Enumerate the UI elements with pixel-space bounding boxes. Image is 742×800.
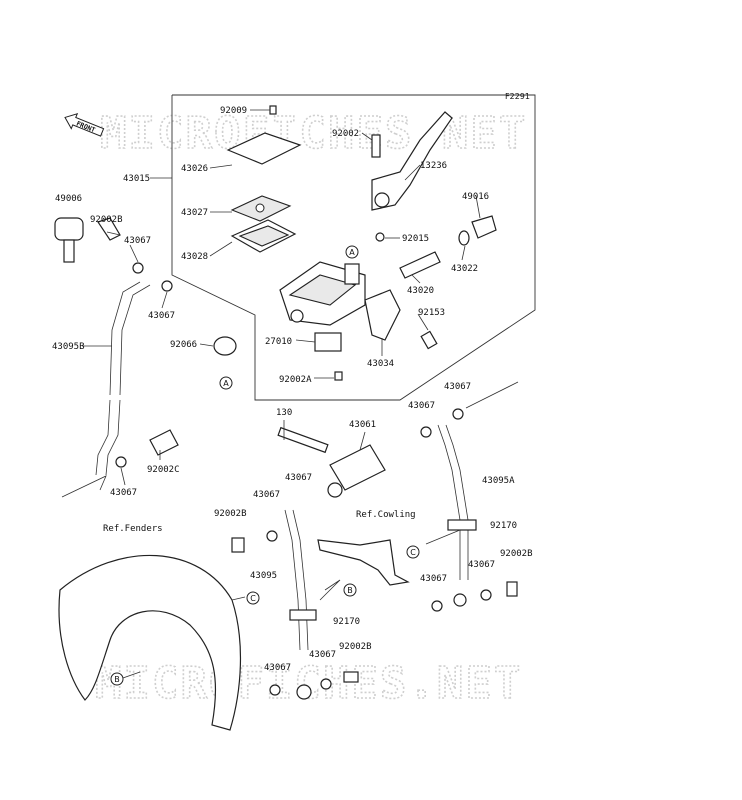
brake-junction — [277, 408, 464, 498]
part-label: 92002B — [214, 509, 247, 519]
part-label: 92170 — [333, 617, 360, 627]
part-label: 92002B — [90, 215, 123, 225]
master-cylinder-frame — [171, 94, 536, 401]
marker-c-right: C — [406, 545, 420, 559]
part-label: 43067 — [468, 560, 495, 570]
part-label: 43026 — [181, 164, 208, 174]
part-label: 92009 — [220, 106, 247, 116]
part-label: 43067 — [309, 650, 336, 660]
part-labels: 92009 43026 43015 43027 43028 92002 1323… — [52, 106, 533, 673]
part-label: 49006 — [55, 194, 82, 204]
diagram-code: F2291 — [505, 92, 530, 101]
part-label: 92153 — [418, 308, 445, 318]
part-label: 43095 — [250, 571, 277, 581]
brake-hose-center — [231, 509, 359, 700]
marker-b-fender: B — [110, 672, 124, 686]
part-label: 43095A — [482, 476, 515, 486]
svg-text:A: A — [223, 379, 229, 388]
part-label: 43067 — [408, 401, 435, 411]
brake-hose-right — [431, 424, 518, 612]
front-arrow-icon: FRONT — [64, 112, 105, 137]
ref-cowling-label: Ref.Cowling — [356, 510, 416, 520]
marker-c-fender: C — [246, 591, 260, 605]
part-label: 43027 — [181, 208, 208, 218]
svg-text:A: A — [349, 248, 355, 257]
svg-text:C: C — [250, 594, 256, 603]
part-label: 43095B — [52, 342, 85, 352]
svg-text:B: B — [114, 675, 120, 684]
part-label: 43061 — [349, 420, 376, 430]
part-label: 92002B — [500, 549, 533, 559]
part-label: 49016 — [462, 192, 489, 202]
master-cylinder-body — [279, 261, 366, 326]
front-arrow-label: FRONT — [75, 120, 96, 135]
part-label: 43028 — [181, 252, 208, 262]
watermark-top: MICROFICHES.NET — [100, 108, 527, 159]
svg-text:C: C — [410, 548, 416, 557]
part-label: 43067 — [124, 236, 151, 246]
reservoir-cap-group — [226, 105, 302, 253]
part-label: 43015 — [123, 174, 150, 184]
front-fender — [58, 554, 242, 731]
watermark-bottom: MICROFICHES.NET — [95, 658, 522, 709]
part-label: 130 — [276, 408, 292, 418]
marker-a-top: A — [345, 245, 359, 259]
clamp-and-switch — [314, 289, 438, 381]
part-label: 43020 — [407, 286, 434, 296]
part-label: 27010 — [265, 337, 292, 347]
part-label: 43067 — [444, 382, 471, 392]
part-label: 92066 — [170, 340, 197, 350]
brake-hose-left — [54, 217, 179, 476]
part-label: 13236 — [420, 161, 447, 171]
part-label: 43067 — [264, 663, 291, 673]
part-label: 43067 — [148, 311, 175, 321]
part-label: 43067 — [285, 473, 312, 483]
rubber-plug — [213, 336, 237, 356]
piston-assembly — [399, 215, 497, 279]
part-label: 43067 — [110, 488, 137, 498]
brake-lever — [371, 111, 453, 242]
part-label: 92002 — [332, 129, 359, 139]
part-label: 43067 — [420, 574, 447, 584]
marker-b-right: B — [343, 583, 357, 597]
part-label: 92015 — [402, 234, 429, 244]
part-label: 92170 — [490, 521, 517, 531]
part-label: 92002C — [147, 465, 180, 475]
part-label: 43034 — [367, 359, 394, 369]
part-label: 92002B — [339, 642, 372, 652]
leader-lines — [82, 109, 481, 486]
part-label: 92002A — [279, 375, 312, 385]
marker-a-bottom: A — [219, 376, 233, 390]
cowling-bracket — [317, 539, 410, 586]
svg-text:B: B — [347, 586, 353, 595]
callout-arrows — [61, 381, 519, 679]
part-label: 43022 — [451, 264, 478, 274]
ref-fenders-label: Ref.Fenders — [103, 524, 163, 534]
part-label: 43067 — [253, 490, 280, 500]
